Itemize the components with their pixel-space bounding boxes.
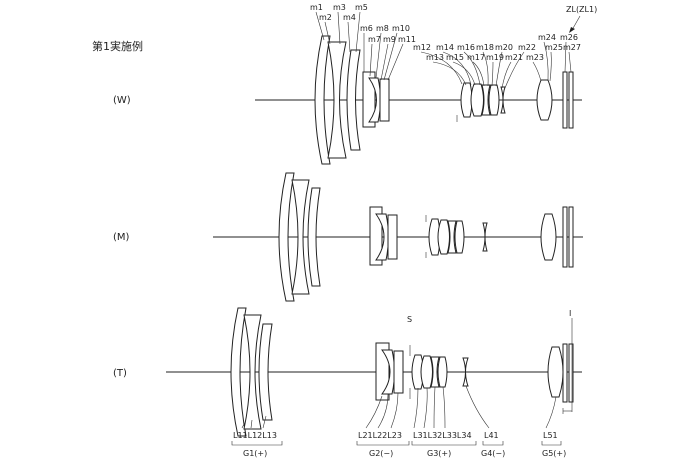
lens-l34 xyxy=(437,356,448,388)
middle-configuration xyxy=(213,172,583,302)
row-label-wide: (W) xyxy=(113,95,131,106)
embodiment-heading: 第1実施例 xyxy=(92,39,143,53)
surface-label: m24 xyxy=(538,33,556,42)
zl-arrow xyxy=(571,15,581,31)
surface-label: m3 xyxy=(333,3,346,12)
lens-l33 xyxy=(430,356,440,388)
surface-label: m12 xyxy=(413,43,431,52)
lens-labels-g4: L41 xyxy=(484,431,499,440)
row-label-tele: (T) xyxy=(113,368,127,379)
lens-l51 xyxy=(540,213,557,261)
lens-labels-g2: L21L22L23 xyxy=(358,431,402,440)
surface-label: m22 xyxy=(518,43,536,52)
surface-label: m1 xyxy=(310,3,323,12)
zl-arrowhead xyxy=(569,27,575,33)
surface-label: m5 xyxy=(355,3,368,12)
group-label-g3: G3(+) xyxy=(427,449,451,458)
lens-l11 xyxy=(314,35,331,165)
surface-labels: m1 m2 m3 m4 m5 m6 m7 m8 m9 m10 m11 m12 m… xyxy=(310,3,597,62)
surface-label: m21 xyxy=(505,53,523,62)
lens-l51 xyxy=(536,79,553,121)
lens-l41 xyxy=(462,357,469,387)
lens-l33 xyxy=(481,84,491,116)
surface-label: m2 xyxy=(319,13,332,22)
lens-l12 xyxy=(327,41,347,159)
group-brackets xyxy=(231,441,562,446)
leader-lines xyxy=(315,11,581,89)
surface-label: m6 xyxy=(360,24,373,33)
lens-leaders xyxy=(241,385,557,429)
lens-l13 xyxy=(258,323,273,421)
stop-label: S xyxy=(407,315,412,324)
lens-l13 xyxy=(307,187,321,287)
lens-l11 xyxy=(278,172,295,302)
group-label-g5: G5(+) xyxy=(542,449,566,458)
lens-l34 xyxy=(454,220,465,254)
filter-plate-1 xyxy=(562,206,568,268)
lens-l12 xyxy=(243,314,262,430)
lens-l21 xyxy=(375,342,390,401)
group-label-g2: G2(−) xyxy=(369,449,393,458)
surface-label: m27 xyxy=(563,43,581,52)
surface-label: m15 xyxy=(446,53,464,62)
surface-label: m19 xyxy=(486,53,504,62)
lens-l32 xyxy=(420,355,433,389)
surface-label: m20 xyxy=(495,43,513,52)
lens-l34 xyxy=(488,84,500,116)
lens-l41 xyxy=(500,86,506,114)
row-label-middle: (M) xyxy=(113,232,130,243)
lens-l32 xyxy=(470,83,484,117)
lens-l21 xyxy=(369,206,383,266)
group-label-g4: G4(−) xyxy=(481,449,505,458)
lens-l51 xyxy=(547,346,564,398)
lens-labels-g5: L51 xyxy=(543,431,558,440)
surface-label: m4 xyxy=(343,13,356,22)
lens-l21 xyxy=(362,71,376,128)
surface-label: m7 xyxy=(368,35,381,44)
lens-l23 xyxy=(379,78,390,122)
lens-l13 xyxy=(346,49,361,151)
wide-configuration: m1 m2 m3 m4 m5 m6 m7 m8 m9 m10 m11 m12 m… xyxy=(255,3,597,165)
lens-labels-g3: L31L32L33L34 xyxy=(413,431,472,440)
filter-plate-1 xyxy=(562,71,568,129)
surface-label: m13 xyxy=(426,53,444,62)
lens-labels-g1: L11L12L13 xyxy=(233,431,277,440)
surface-label: m16 xyxy=(457,43,475,52)
lens-l12 xyxy=(291,179,310,295)
surface-label: m8 xyxy=(376,24,389,33)
surface-label: m14 xyxy=(436,43,454,52)
surface-label: m26 xyxy=(560,33,578,42)
surface-label: m25 xyxy=(545,43,563,52)
lens-l41 xyxy=(482,222,488,252)
filter-plate-2 xyxy=(568,343,574,403)
surface-label: m17 xyxy=(467,53,485,62)
surface-label: m10 xyxy=(392,24,410,33)
lens-l23 xyxy=(387,214,398,260)
lens-l33 xyxy=(447,220,457,254)
lens-l31 xyxy=(460,82,473,118)
filter-plate-2 xyxy=(568,206,574,268)
zl-label: ZL(ZL1) xyxy=(566,5,597,14)
group-label-g1: G1(+) xyxy=(243,449,267,458)
surface-label: m9 xyxy=(383,35,396,44)
image-plane-label: I xyxy=(569,309,571,318)
lens-l32 xyxy=(437,219,450,255)
lens-l23 xyxy=(393,350,404,394)
surface-label: m23 xyxy=(526,53,544,62)
tele-configuration: S I L11L12L xyxy=(166,307,582,458)
surface-label: m11 xyxy=(398,35,416,44)
surface-label: m18 xyxy=(476,43,494,52)
filter-plate-2 xyxy=(568,71,574,129)
filter-plate-1 xyxy=(562,343,568,403)
lens-l11 xyxy=(230,307,247,437)
